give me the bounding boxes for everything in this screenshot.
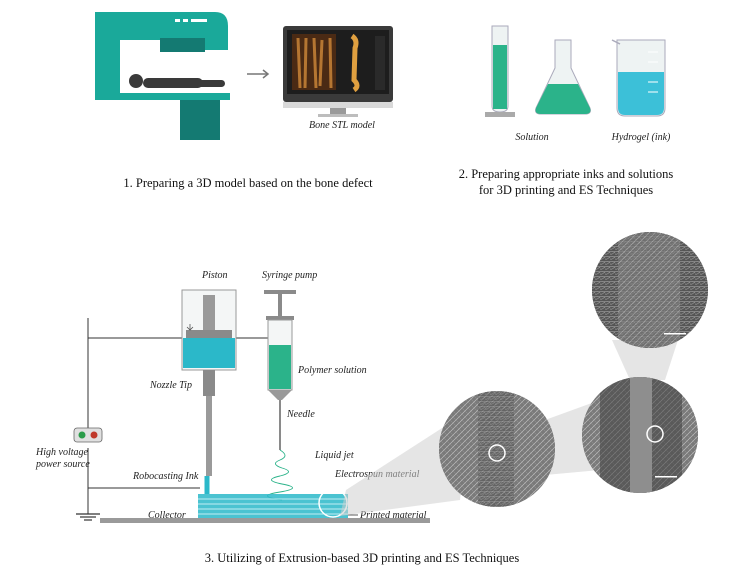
ct-base <box>180 100 220 140</box>
liquid-jet-label: Liquid jet <box>314 450 354 461</box>
ct-table <box>118 93 230 100</box>
sem-image-high-mag <box>592 232 708 348</box>
collector-label: Collector <box>148 510 186 521</box>
graduated-cylinder-icon <box>485 25 515 117</box>
piston-syringe <box>181 289 237 476</box>
panel-2-inks: Solution Hydrogel (ink) 2. Preparing app… <box>459 25 674 197</box>
liquid-jet <box>267 449 293 501</box>
erlenmeyer-flask-icon <box>535 39 591 115</box>
beaker-icon <box>611 39 666 117</box>
solution-label: Solution <box>515 132 548 143</box>
syringe-pump <box>264 290 296 450</box>
monitor-icon <box>283 26 393 117</box>
ct-scanner-light <box>175 19 180 22</box>
panel-3-caption: 3. Utilizing of Extrusion-based 3D print… <box>205 551 520 565</box>
zoom-cone-1 <box>340 410 470 516</box>
ct-scanner-icon <box>95 12 230 100</box>
arrow-right-icon <box>247 69 270 79</box>
power-source-icon <box>73 427 103 443</box>
zoom-cone-3 <box>612 340 678 380</box>
panel-1-ct-scanner: Bone STL model 1. Preparing a 3D model b… <box>95 12 393 190</box>
sem-image-mid-mag <box>582 377 698 493</box>
hydrogel-label: Hydrogel (ink) <box>611 132 671 143</box>
panel-2-caption-line-1: 2. Preparing appropriate inks and soluti… <box>459 167 674 181</box>
printed-material-label: Printed material <box>359 510 427 521</box>
piston-label: Piston <box>201 270 228 281</box>
patient-icon <box>129 74 225 88</box>
polymer-solution-label: Polymer solution <box>297 365 367 376</box>
needle-label: Needle <box>286 409 315 420</box>
bone-stl-model-label: Bone STL model <box>309 120 375 131</box>
nozzle-tip-label: Nozzle Tip <box>149 380 192 391</box>
robocasting-ink-label: Robocasting Ink <box>132 471 199 482</box>
syringe-pump-label: Syringe pump <box>262 270 317 281</box>
high-voltage-label: High voltage <box>35 447 88 458</box>
power-source-label: power source <box>35 459 90 470</box>
panel-1-caption: 1. Preparing a 3D model based on the bon… <box>123 176 373 190</box>
ct-scanner-head <box>160 38 205 52</box>
panel-3-extrusion-es: High voltage power source Piston Nozzle … <box>35 232 708 565</box>
collector-plate <box>100 518 430 523</box>
printed-material <box>198 476 348 520</box>
sem-image-low-mag <box>439 391 555 507</box>
ground-icon <box>76 513 100 521</box>
panel-2-caption-line-2: for 3D printing and ES Techniques <box>479 183 653 197</box>
circuit-wires <box>87 318 268 514</box>
